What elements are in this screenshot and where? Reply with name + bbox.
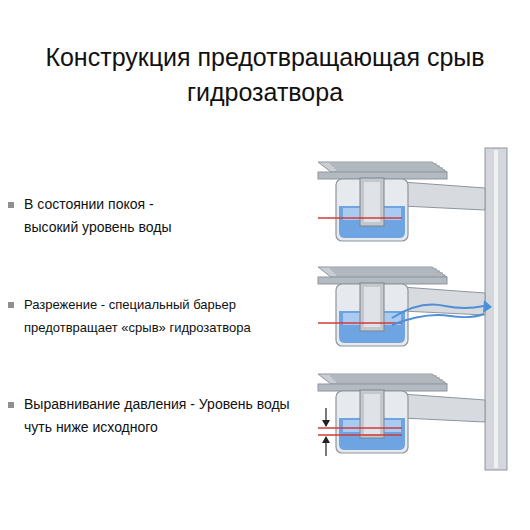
title: Конструкция предотвращающая срыв гидроза… bbox=[10, 40, 520, 110]
bullet-text: В состоянии покоя - высокий уровень воды bbox=[24, 193, 209, 239]
bullet-text: Разрежение - специальный барьер предотвр… bbox=[24, 293, 314, 339]
bullet-text: Выравнивание давления - Уровень воды чут… bbox=[24, 393, 299, 439]
